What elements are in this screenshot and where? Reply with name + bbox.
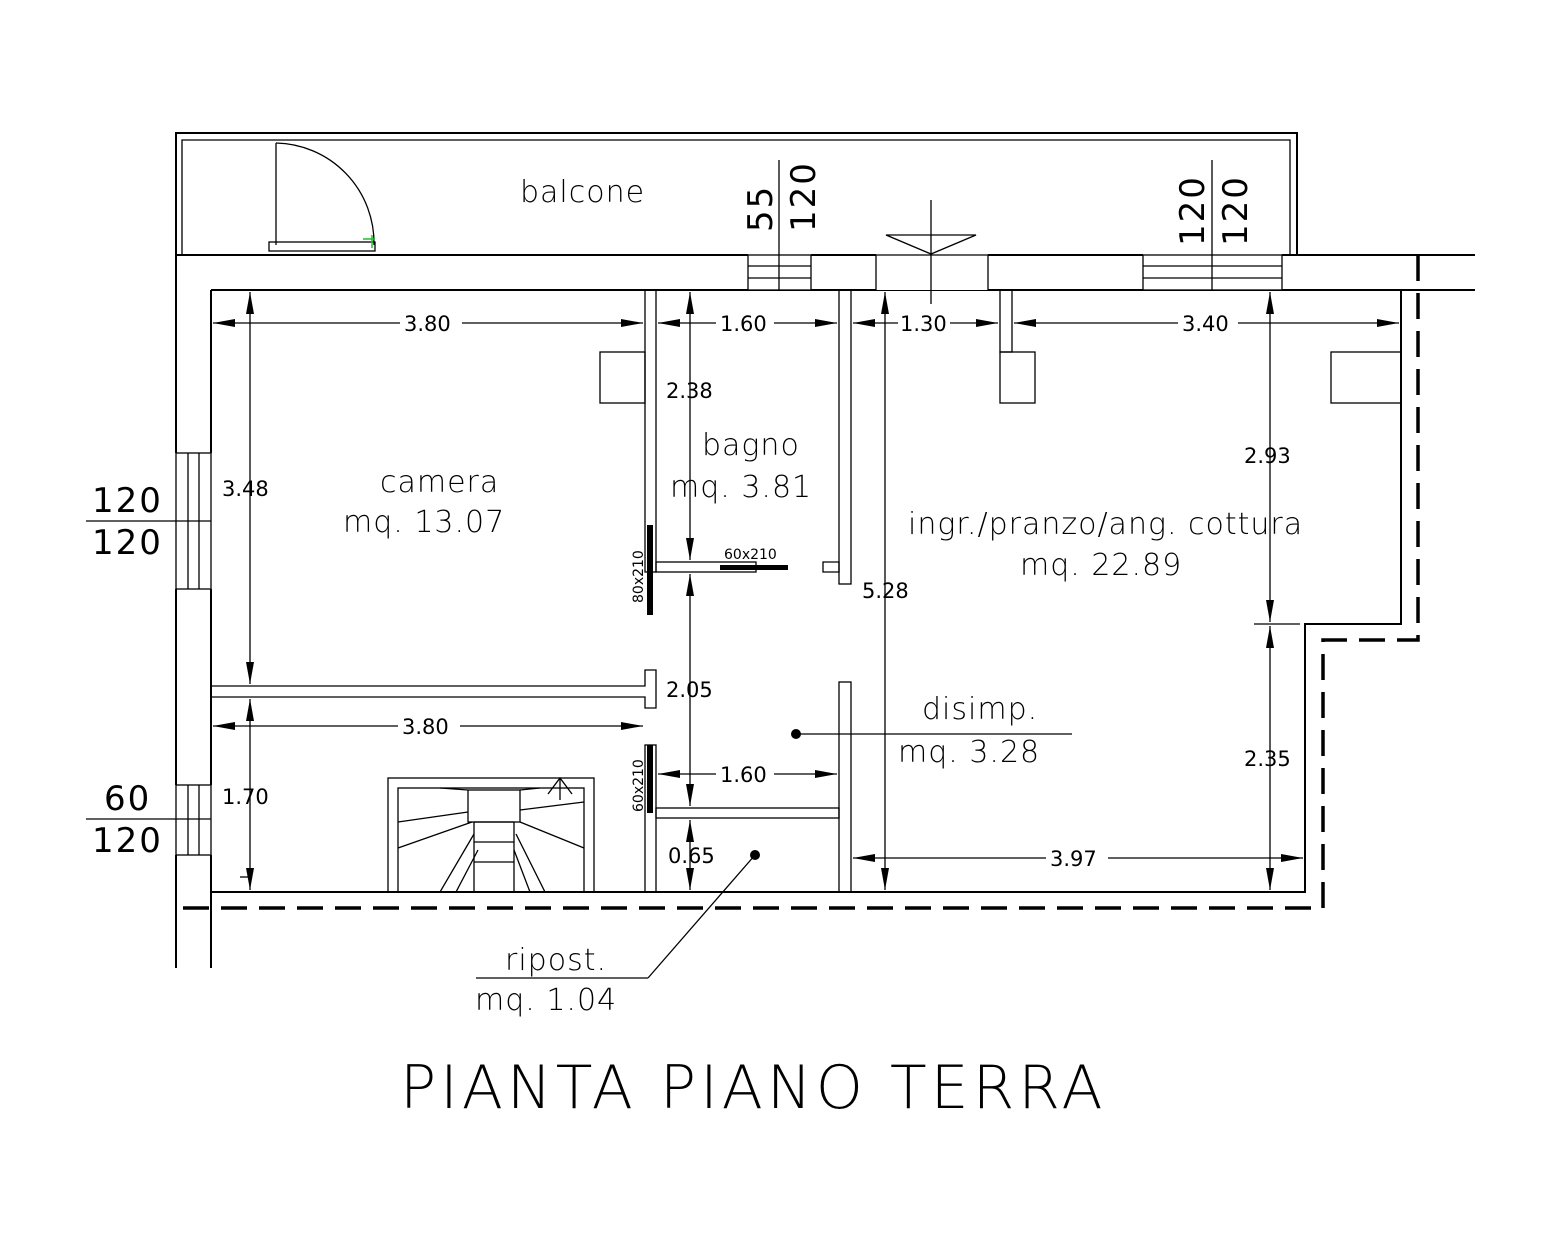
room-name-camera: camera: [380, 465, 499, 500]
room-area-bagno: mq. 3.81: [670, 470, 812, 505]
balcony-outline: [175, 132, 1298, 255]
dim-entry-width: 1.30: [900, 312, 947, 336]
dimension-lines: [213, 292, 1399, 890]
room-area-camera: mq. 13.07: [343, 505, 505, 540]
dim-bagno-width: 1.60: [720, 312, 767, 336]
window-west-upper-height: 120: [92, 523, 163, 563]
room-area-soggiorno: mq. 22.89: [1020, 548, 1182, 583]
dim-kitchen-width: 3.40: [1182, 312, 1229, 336]
window-balcone-right-width: 120: [1173, 175, 1213, 246]
dim-disimp-width: 1.60: [720, 763, 767, 787]
room-name-bagno: bagno: [702, 428, 800, 463]
room-area-ripostiglio: mq. 1.04: [475, 983, 617, 1018]
room-name-balcone: balcone: [520, 175, 645, 210]
flue-bagno: [999, 351, 1036, 404]
dim-camera-depth: 3.48: [222, 477, 269, 501]
room-area-disimpegno: mq. 3.28: [898, 735, 1040, 770]
label-masks: [398, 312, 1238, 870]
window-balcone-left-width: 55: [741, 185, 781, 232]
dim-lower-room-width: 3.80: [402, 715, 449, 739]
door-bagno-label: 60x210: [724, 547, 777, 563]
dim-corridor: 2.05: [666, 678, 713, 702]
door-ripost-label: 60x210: [631, 759, 647, 812]
exterior-walls: [175, 254, 1475, 968]
west-window-lower: [86, 784, 212, 856]
plan-title: PIANTA PIANO TERRA: [400, 1053, 1107, 1123]
bagno-door: [720, 565, 788, 570]
dim-total-depth: 5.28: [862, 579, 909, 603]
room-name-ripostiglio: ripost.: [505, 943, 607, 978]
dim-kitchen-depth-lower: 2.35: [1244, 747, 1291, 771]
dim-bottom-width: 3.97: [1050, 847, 1097, 871]
flue-kitchen: [1330, 351, 1402, 404]
ripost-door: [647, 745, 653, 813]
camera-door: [647, 525, 653, 615]
entrance-opening: [875, 254, 989, 290]
top-window-left: [747, 160, 812, 291]
room-name-disimpegno: disimp.: [922, 692, 1038, 727]
dim-bagno-depth: 2.38: [666, 379, 713, 403]
window-west-lower-width: 60: [104, 779, 151, 819]
dim-ripost-depth: 0.65: [668, 844, 715, 868]
dim-lower-room-depth: 1.70: [222, 785, 269, 809]
west-window-upper: [86, 452, 212, 590]
property-boundary: [178, 255, 1420, 910]
window-balcone-right-height: 120: [1216, 175, 1256, 246]
interior-walls: [211, 289, 1013, 893]
balcony-door: [268, 142, 376, 252]
dimension-arrowheads: [213, 292, 1399, 890]
entrance-arrow-icon: [885, 200, 977, 304]
dim-camera-width: 3.80: [404, 312, 451, 336]
flue-camera: [599, 351, 646, 404]
door-camera-label: 80x210: [631, 550, 647, 603]
dim-kitchen-depth-upper: 2.93: [1244, 444, 1291, 468]
staircase: [387, 776, 595, 893]
top-window-right: [1142, 160, 1283, 291]
window-balcone-left-height: 120: [784, 161, 824, 232]
window-west-upper-width: 120: [92, 481, 163, 521]
room-name-soggiorno: ingr./pranzo/ang. cottura: [908, 507, 1303, 542]
window-west-lower-height: 120: [92, 821, 163, 861]
leader-lines: [476, 729, 1072, 979]
